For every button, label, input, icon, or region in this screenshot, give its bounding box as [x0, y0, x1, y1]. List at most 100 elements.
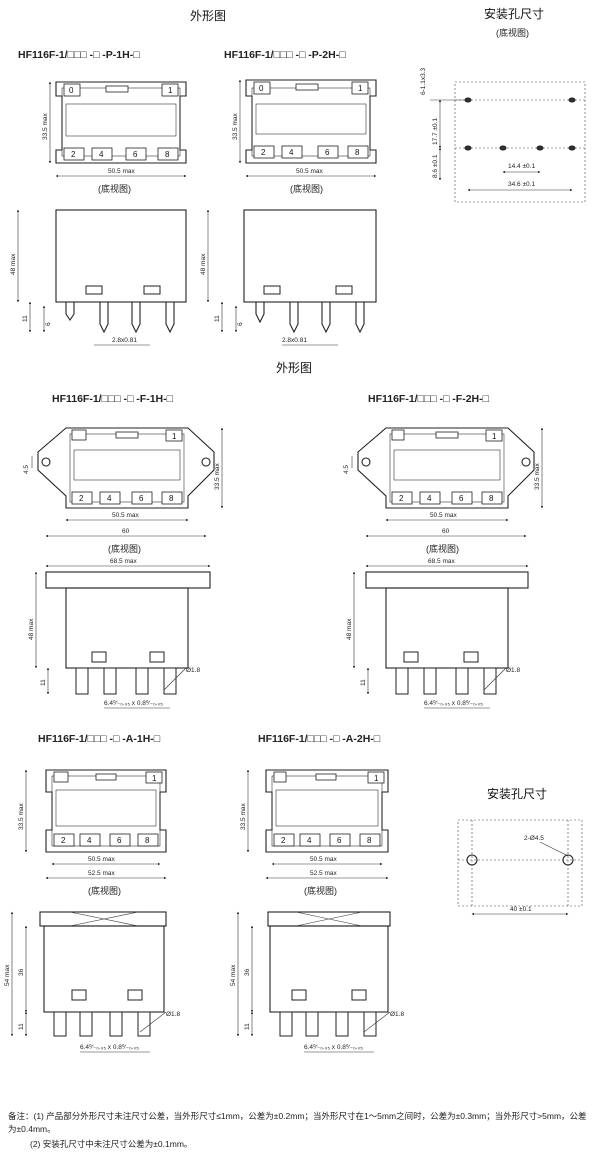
- a1h-pin-8: 8: [145, 836, 150, 845]
- f1h-side-view: 68.5 max 48 max 11 Ø1.8 6.4⁰⁄₋₀.₀₅ x 0.8…: [28, 558, 211, 709]
- a2h-pin-6: 6: [337, 836, 342, 845]
- p2h-pin-4: 4: [289, 148, 294, 157]
- f2h-tab-label: 6.4⁰⁄₋₀.₀₅ x 0.8⁰⁄₋₀.₀₅: [424, 699, 483, 707]
- a2h-height-label: 33.5 max: [240, 803, 247, 830]
- p1h-pin-0: 0: [69, 86, 74, 95]
- f2h-pin-4: 4: [427, 494, 432, 503]
- p-mount-346-label: 34.6 ±0.1: [508, 181, 535, 188]
- tolerance-note-1: 备注：(1) 产品部分外形尺寸未注尺寸公差，当外形尺寸≤1mm，公差为±0.2m…: [8, 1111, 587, 1134]
- model-label-f2h: HF116F-1/□□□ -□ -F-2H-□: [368, 393, 490, 405]
- a2h-pin-2: 2: [281, 836, 286, 845]
- f1h-side-11-label: 11: [40, 679, 47, 686]
- f2h-dia-label: Ø1.8: [506, 667, 520, 674]
- f1h-685-label: 68.5 max: [110, 558, 137, 565]
- f2h-side-height-label: 48 max: [346, 618, 353, 640]
- a2h-tab-label: 6.4⁰⁄₋₀.₀₅ x 0.8⁰⁄₋₀.₀₅: [304, 1043, 363, 1051]
- a2h-pin-8: 8: [367, 836, 372, 845]
- p2h-pin-0: 0: [259, 84, 264, 93]
- f1h-45-label: 4.5: [23, 465, 30, 474]
- a2h-side-11-label: 11: [244, 1023, 251, 1030]
- f1h-bottom-view: 1 2 4 6 8 4.5 33.5 max 50.5 max 60 (底视图): [23, 427, 224, 554]
- tolerance-note-2: (2) 安装孔尺寸中未注尺寸公差为±0.1mm。: [30, 1139, 193, 1149]
- a2h-side-height-label: 54 max: [230, 964, 237, 986]
- a2h-bottom-view: 1 2 4 6 8 33.5 max 50.5 max 52.5 max (底视…: [240, 769, 389, 896]
- mount-heading-2: 安装孔尺寸: [487, 786, 547, 801]
- p1h-pin-1: 1: [168, 86, 173, 95]
- f2h-60-label: 60: [442, 528, 450, 535]
- f2h-pin-1: 1: [492, 432, 497, 441]
- p1h-width-label: 50.5 max: [108, 168, 135, 175]
- p2h-pin-size-label: 2.8x0.81: [282, 337, 307, 344]
- a2h-525-label: 52.5 max: [310, 870, 337, 877]
- f1h-caption: (底视图): [108, 543, 141, 554]
- p-mount-hole-pattern: 6-1.1x3.3 17.7 ±0.1 8.6 ±0.1 14.4 ±0.1 3…: [420, 68, 586, 203]
- model-label-f1h: HF116F-1/□□□ -□ -F-1H-□: [52, 393, 174, 405]
- model-label-a2h: HF116F-1/□□□ -□ -A-2H-□: [258, 733, 381, 745]
- p-mount-177-label: 17.7 ±0.1: [432, 118, 439, 145]
- f2h-685-label: 68.5 max: [428, 558, 455, 565]
- p2h-pin-8: 8: [355, 148, 360, 157]
- f2h-pin-2: 2: [399, 494, 404, 503]
- p-mount-86-label: 8.6 ±0.1: [432, 154, 439, 178]
- f2h-45-label: 4.5: [343, 465, 350, 474]
- a1h-pin-4: 4: [87, 836, 92, 845]
- f1h-60-label: 60: [122, 528, 130, 535]
- f2h-side-11-label: 11: [360, 679, 367, 686]
- f1h-pin-1: 1: [172, 432, 177, 441]
- model-label-a1h: HF116F-1/□□□ -□ -A-1H-□: [38, 733, 161, 745]
- p1h-pin-8: 8: [165, 150, 170, 159]
- a2h-pin-4: 4: [307, 836, 312, 845]
- p1h-pin-2: 2: [71, 150, 76, 159]
- p2h-side-6-label: 6: [237, 322, 244, 326]
- p1h-pin-6: 6: [133, 150, 138, 159]
- f2h-bottom-view: 1 2 4 6 8 4.5 33.5 max 50.5 max 60 (底视图): [343, 427, 544, 554]
- p-mount-144-label: 14.4 ±0.1: [508, 163, 535, 170]
- p2h-pin-1: 1: [358, 84, 363, 93]
- outline-heading-2: 外形图: [276, 361, 312, 375]
- p2h-pin-2: 2: [261, 148, 266, 157]
- p1h-side-view: 48 max 11 6 2.8x0.81: [10, 209, 187, 346]
- p2h-pin-6: 6: [325, 148, 330, 157]
- a1h-caption: (底视图): [88, 885, 121, 896]
- outline-heading-1: 外形图: [190, 9, 226, 23]
- p2h-side-11-label: 11: [214, 315, 221, 322]
- p2h-bottom-view: 0 1 2 4 6 8 33.5 max 50.5 max (底视图): [232, 79, 377, 194]
- f1h-pin-4: 4: [107, 494, 112, 503]
- p2h-height-label: 33.5 max: [232, 113, 239, 140]
- a2h-dia-label: Ø1.8: [390, 1011, 404, 1018]
- a1h-height-label: 33.5 max: [18, 803, 25, 830]
- p2h-side-height-label: 48 max: [200, 253, 207, 275]
- f2h-pin-6: 6: [459, 494, 464, 503]
- f2h-pin-8: 8: [489, 494, 494, 503]
- mount-heading-1-sub: (底视图): [496, 27, 529, 38]
- a1h-525-label: 52.5 max: [88, 870, 115, 877]
- f2h-side-view: 68.5 max 48 max 11 Ø1.8 6.4⁰⁄₋₀.₀₅ x 0.8…: [346, 558, 529, 709]
- f2h-height-label: 33.5 max: [534, 463, 541, 490]
- f2h-width-label: 50.5 max: [430, 512, 457, 519]
- p2h-side-view: 48 max 11 6 2.8x0.81: [200, 209, 377, 346]
- p1h-caption: (底视图): [98, 183, 131, 194]
- f1h-width-label: 50.5 max: [112, 512, 139, 519]
- p1h-height-label: 33.5 max: [42, 113, 49, 140]
- f1h-dia-label: Ø1.8: [186, 667, 200, 674]
- p1h-side-height-label: 48 max: [10, 253, 17, 275]
- a2h-side-view: 54 max 36 11 Ø1.8 6.4⁰⁄₋₀.₀₅ x 0.8⁰⁄₋₀.₀…: [230, 911, 404, 1053]
- f1h-pin-2: 2: [79, 494, 84, 503]
- mount-heading-1: 安装孔尺寸: [484, 6, 544, 21]
- a2h-pin-1: 1: [374, 774, 379, 783]
- a1h-bottom-view: 1 2 4 6 8 33.5 max 50.5 max 52.5 max (底视…: [18, 769, 167, 896]
- f2h-caption: (底视图): [426, 543, 459, 554]
- p1h-side-6-label: 6: [45, 322, 52, 326]
- p1h-bottom-view: 0 1 2 4 6 8 33.5 max 50.5 max (底视图): [42, 81, 187, 194]
- f1h-tab-label: 6.4⁰⁄₋₀.₀₅ x 0.8⁰⁄₋₀.₀₅: [104, 699, 163, 707]
- a2h-width-label: 50.5 max: [310, 856, 337, 863]
- p2h-width-label: 50.5 max: [296, 168, 323, 175]
- p2h-caption: (底视图): [290, 183, 323, 194]
- a1h-side-36-label: 36: [18, 968, 25, 976]
- a-mount-hole-pattern: 2-Ø4.5 40 ±0.1: [457, 819, 583, 916]
- a1h-pin-1: 1: [152, 774, 157, 783]
- model-label-p2h: HF116F-1/□□□ -□ -P-2H-□: [224, 49, 346, 61]
- a1h-side-view: 54 max 36 11 Ø1.8 6.4⁰⁄₋₀.₀₅ x 0.8⁰⁄₋₀.₀…: [4, 911, 180, 1053]
- a-mount-40-label: 40 ±0.1: [510, 906, 532, 913]
